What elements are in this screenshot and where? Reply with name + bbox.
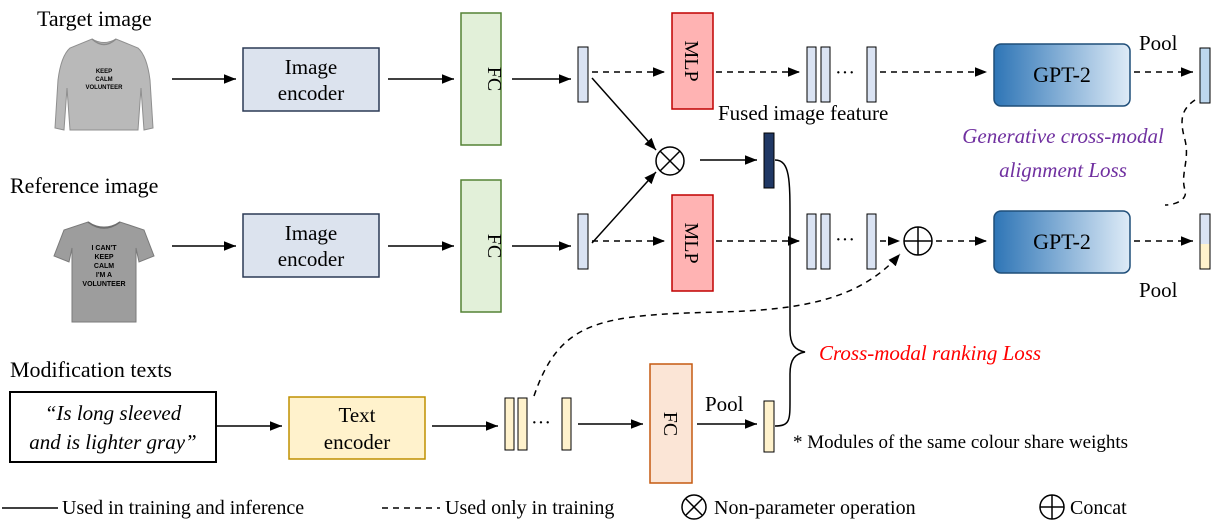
gpt2-top: GPT-2 [993,43,1131,107]
ranking-loss-label: Cross-modal ranking Loss [819,341,1041,365]
legend-oplus-label: Concat [1070,497,1127,519]
mlp-bottom-label: MLP [680,222,702,263]
image-encoder-bottom-line2: encoder [278,247,344,271]
text-encoder-line2: encoder [324,430,390,454]
fc-text-label: FC [659,412,681,436]
ref-tshirt-text-1: I CAN'T [92,245,118,252]
image-encoder-top-line1: Image [285,55,337,79]
oplus-operator [903,226,933,256]
gpt2-bottom-label: GPT-2 [1033,229,1091,254]
fc-text: FC [649,363,693,484]
ellipsis-top: ··· [835,62,855,84]
token-sequence-bottom: ··· [806,213,877,270]
target-tshirt-text-1: KEEP [96,69,112,75]
text-encoder-line1: Text [338,403,375,427]
pooled-output-bottom [1199,213,1211,270]
token-sequence-top: ··· [806,46,877,103]
legend-otimes-icon [681,494,707,520]
modification-texts-label: Modification texts [10,357,172,382]
fc-bottom: FC [460,179,505,313]
generative-loss-line1: Generative cross-modal [962,124,1164,148]
mlp-bottom: MLP [671,194,714,292]
ellipsis-text: ··· [531,412,551,434]
image-encoder-top: Image encoder [242,47,380,112]
target-image-label: Target image [37,6,152,31]
text-encoder: Text encoder [288,396,426,460]
pool-mid-label: Pool [1139,278,1178,302]
fc-top-label: FC [483,67,505,91]
image-feature-top [577,46,589,103]
target-tshirt-text-3: VOLUNTEER [85,85,123,91]
fused-image-feature-label: Fused image feature [718,101,888,125]
legend-dashed-label: Used only in training [445,497,614,519]
modification-text-box: “Is long sleeved and is lighter gray” [9,391,217,463]
dashed-arrows [533,67,1196,397]
image-feature-bottom [577,213,589,270]
mlp-top: MLP [671,12,714,110]
shared-weights-note: * Modules of the same colour share weigh… [793,432,1128,453]
mlp-top-label: MLP [680,40,702,81]
target-tshirt-text-2: CALM [95,77,112,83]
solid-arrows [172,74,757,431]
ref-tshirt-text-2: KEEP [94,254,113,261]
pool-text-label: Pool [705,392,744,416]
ellipsis-bottom: ··· [835,229,855,251]
text-feature [763,400,775,453]
image-encoder-bottom-line1: Image [285,221,337,245]
legend-solid-label: Used in training and inference [62,497,304,519]
fc-top: FC [460,12,505,146]
gpt2-top-label: GPT-2 [1033,62,1091,87]
modification-text-line-2: and is lighter gray” [29,430,196,454]
ranking-brace [774,159,806,427]
ref-tshirt-text-4: I'M A [96,272,112,279]
text-token-sequence: ··· [504,397,572,451]
reference-image: I CAN'T KEEP CALM I'M A VOLUNTEER [53,221,155,323]
ref-tshirt-text-5: VOLUNTEER [82,281,125,288]
pool-top-label: Pool [1139,31,1178,55]
image-encoder-bottom: Image encoder [242,213,380,278]
legend: Used in training and inference Used only… [2,494,1127,520]
pooled-output-top [1199,47,1211,104]
image-encoder-top-line2: encoder [278,81,344,105]
target-image: KEEP CALM VOLUNTEER [54,38,154,131]
ref-tshirt-text-3: CALM [94,263,114,270]
fc-bottom-label: FC [483,234,505,258]
otimes-operator [655,146,685,176]
legend-oplus-icon [1039,494,1065,520]
legend-otimes-label: Non-parameter operation [714,497,916,519]
gpt2-bottom: GPT-2 [993,210,1131,274]
modification-text-line-1: “Is long sleeved [45,401,182,425]
fused-image-feature [763,132,775,189]
reference-image-label: Reference image [10,173,158,198]
generative-loss-line2: alignment Loss [999,158,1127,182]
